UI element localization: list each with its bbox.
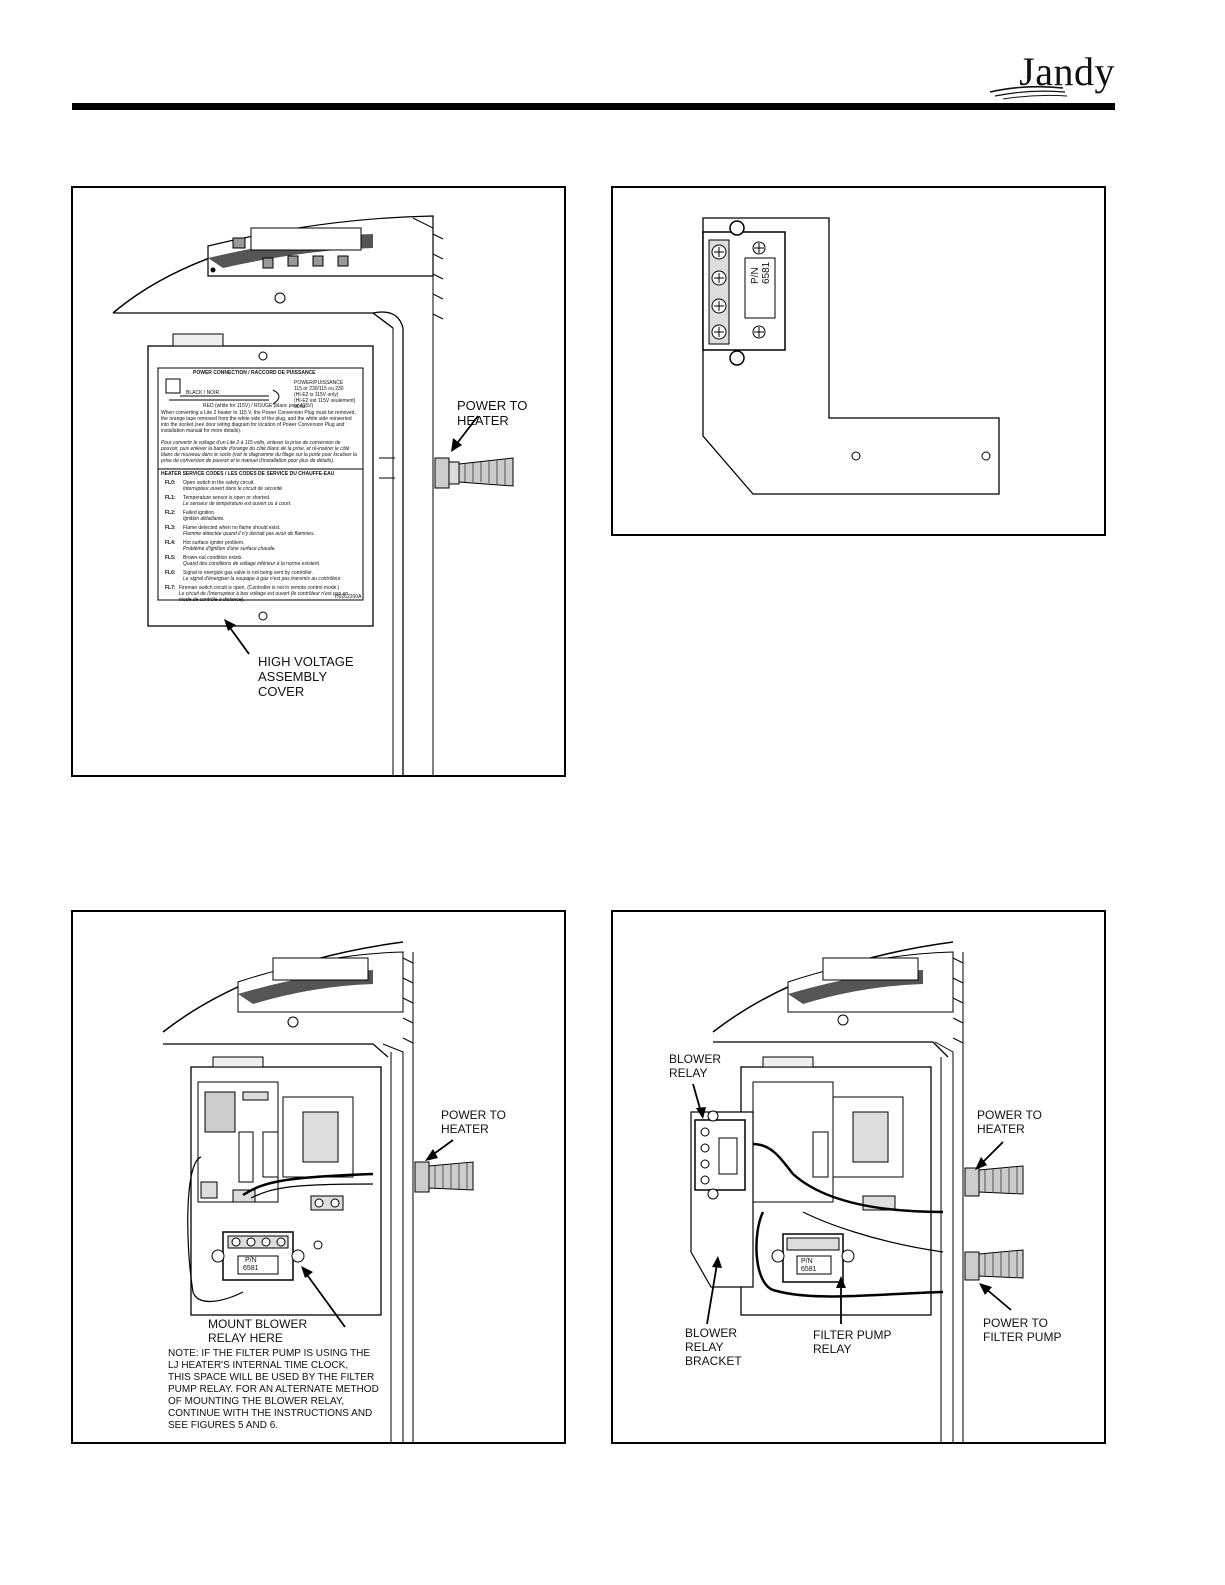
- figure-mount-blower-relay: POWER TO HEATER MOUNT BLOWER RELAY HERE …: [71, 910, 566, 1444]
- label-power-to-heater: POWER TO HEATER: [441, 1108, 506, 1136]
- card-power: POWER/PUISSANCE 115 or 230/115 ou 230 (H…: [294, 380, 356, 410]
- service-code-row: FL2:Failed ignition.Ignition défaillante…: [165, 510, 225, 522]
- label-mount-blower-relay: MOUNT BLOWER RELAY HERE: [208, 1317, 308, 1345]
- card-note-fr: Pour convertir le voltage d'un Lite 2 à …: [161, 440, 357, 464]
- mounting-note: NOTE: IF THE FILTER PUMP IS USING THE LJ…: [168, 1348, 379, 1431]
- relay-bracket-drawing: [702, 217, 1000, 495]
- card-title: POWER CONNECTION / RACCORD DE PUISSANCE: [193, 370, 316, 376]
- label-power-to-heater: POWER TO HEATER: [977, 1108, 1042, 1136]
- card-note-en: When converting a Lite 2 heater to 115 V…: [161, 410, 356, 434]
- relay-part-number: P/N 6581: [750, 261, 772, 284]
- label-power-to-filter-pump: POWER TO FILTER PUMP: [983, 1316, 1062, 1344]
- service-code-row: FL0:Open switch in the safety circuit.In…: [165, 480, 284, 492]
- card-black: BLACK / NOIR: [186, 390, 220, 396]
- label-blower-relay: BLOWER RELAY: [669, 1052, 722, 1080]
- jandy-logo: Jandy: [985, 48, 1115, 103]
- heater-cover-drawing: [112, 215, 514, 775]
- figure-blower-and-filter-relays: BLOWER RELAY POWER TO HEATER POWER TO FI…: [611, 910, 1106, 1444]
- figure-high-voltage-cover: POWER TO HEATER HIGH VOLTAGE ASSEMBLY CO…: [71, 186, 566, 777]
- logo-swoosh-icon: [989, 85, 1068, 100]
- label-power-to-heater: POWER TO HEATER: [457, 398, 528, 428]
- card-part-number: H0262200A: [335, 594, 362, 600]
- label-blower-relay-bracket: BLOWER RELAY BRACKET: [685, 1326, 742, 1368]
- card-codes-title: HEATER SERVICE CODES / LES CODES DE SERV…: [161, 471, 335, 477]
- figure-relay-bracket: P/N 6581: [611, 186, 1106, 536]
- service-codes-list: FL0:Open switch in the safety circuit.In…: [165, 480, 361, 603]
- service-code-row: FL1:Temperature sensor is open or shorte…: [165, 495, 292, 507]
- label-filter-pump-relay: FILTER PUMP RELAY: [813, 1328, 892, 1356]
- heater-relays-drawing: [690, 941, 1024, 1442]
- relay-part-number: P/N 6581: [243, 1257, 259, 1272]
- service-code-row: FL4:Hot surface igniter problem.Problème…: [165, 540, 276, 552]
- service-code-row: FL6:Signal to energize gas valve is not …: [165, 570, 342, 582]
- heater-open-drawing: [162, 941, 474, 1442]
- label-high-voltage-cover: HIGH VOLTAGE ASSEMBLY COVER: [258, 654, 354, 699]
- service-code-row: FL3:Flame detected when no flame should …: [165, 525, 315, 537]
- relay-part-number: P/N 6581: [801, 1258, 817, 1273]
- card-red: RED (white for 115V) / ROUGE (blanc pour…: [203, 403, 314, 409]
- header-rule: [72, 103, 1115, 110]
- service-code-row: FL5:Brown-out condition exists.Quand des…: [165, 555, 321, 567]
- service-code-row: FL7:Fireman switch circuit is open. (Con…: [165, 585, 349, 603]
